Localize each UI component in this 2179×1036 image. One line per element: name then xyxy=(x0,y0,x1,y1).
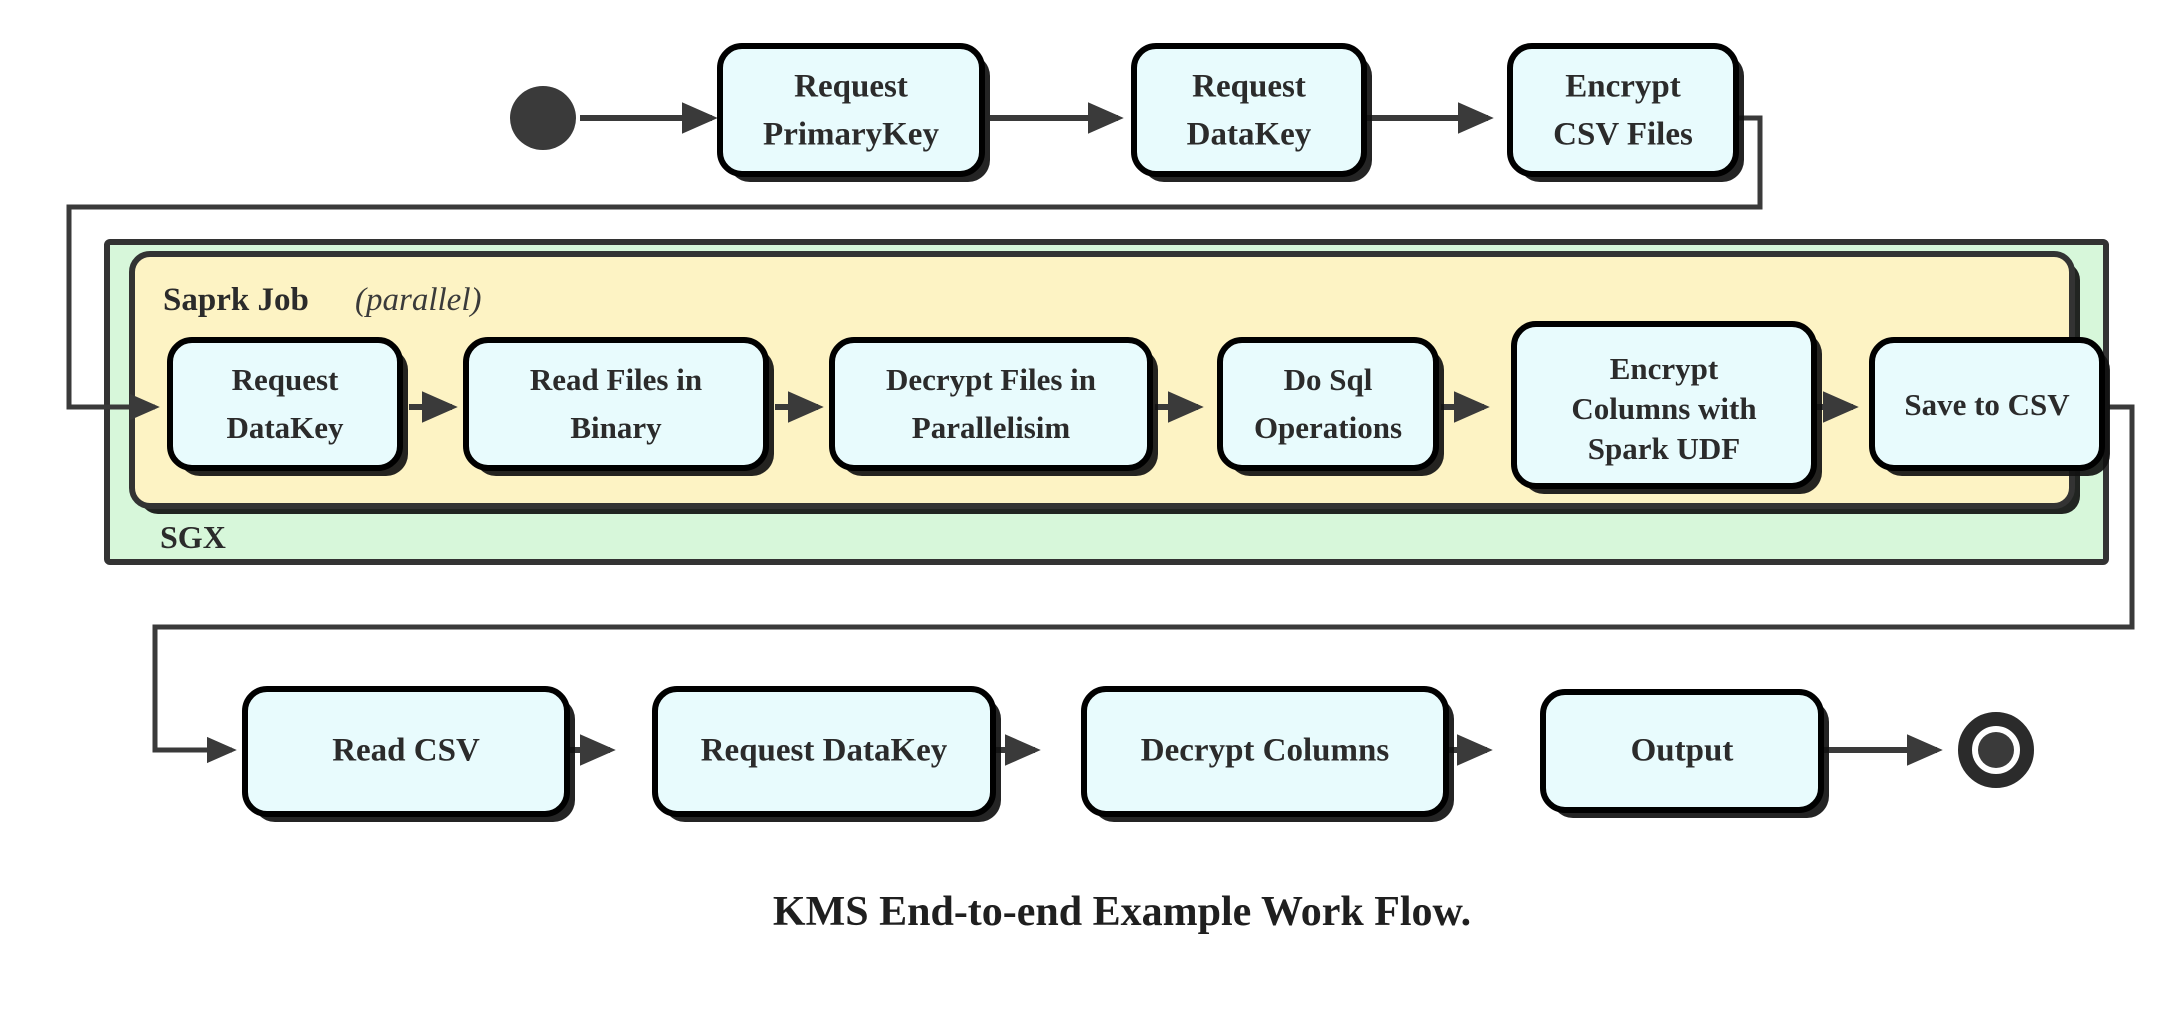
node-label-line-2: Columns with xyxy=(1571,391,1756,426)
edge-encrypt-csv-files-to-spark-request-datakey xyxy=(66,115,1763,421)
node-save-to-csv[interactable]: Save to CSV xyxy=(1869,337,2110,476)
node-label-line-1: Do Sql xyxy=(1284,362,1373,397)
node-read-files-in-binary[interactable]: Read Files in Binary xyxy=(463,337,774,476)
node-rect[interactable] xyxy=(1081,686,1449,817)
node-request-datakey-top[interactable]: Request DataKey xyxy=(1131,43,1372,182)
node-rect[interactable] xyxy=(167,337,403,471)
spark-group-label: Saprk Job xyxy=(163,282,309,318)
node-rect[interactable] xyxy=(463,337,769,471)
node-rect[interactable] xyxy=(242,686,570,817)
node-label-line-2: DataKey xyxy=(226,410,344,445)
end-node xyxy=(1958,712,2034,788)
node-label-line-1: Output xyxy=(1631,733,1734,769)
node-encrypt-csv-files[interactable]: Encrypt CSV Files xyxy=(1507,43,1744,182)
start-node xyxy=(510,86,576,150)
spark-group-label-parallel: (parallel) xyxy=(355,282,481,318)
node-request-primarykey[interactable]: Request PrimaryKey xyxy=(717,43,990,182)
end-inner-dot-icon xyxy=(1978,732,2014,768)
node-label-line-1: Request xyxy=(232,362,339,397)
node-label-line-2: DataKey xyxy=(1187,117,1312,153)
node-rect[interactable] xyxy=(1507,43,1739,177)
start-circle-icon xyxy=(510,86,576,150)
node-request-datakey-spark[interactable]: Request DataKey xyxy=(167,337,408,476)
node-label-line-1: Read CSV xyxy=(332,733,480,769)
node-label-line-2: CSV Files xyxy=(1553,117,1693,153)
end-outer-ring-icon xyxy=(1958,712,2034,788)
node-decrypt-files-in-parallelisim[interactable]: Decrypt Files in Parallelisim xyxy=(829,337,1158,476)
node-label-line-1: Read Files in xyxy=(530,362,702,397)
node-do-sql-operations[interactable]: Do Sql Operations xyxy=(1217,337,1444,476)
edge-save-to-csv-to-read-csv xyxy=(152,404,2135,764)
sgx-group-label: SGX xyxy=(160,519,226,555)
node-label-line-2: Parallelisim xyxy=(912,410,1071,445)
node-decrypt-columns[interactable]: Decrypt Columns xyxy=(1081,686,1454,822)
node-label-line-2: Operations xyxy=(1254,410,1402,445)
node-rect[interactable] xyxy=(1511,321,1817,489)
node-read-csv[interactable]: Read CSV xyxy=(242,686,575,822)
node-label-line-1: Request xyxy=(1192,69,1306,105)
node-output[interactable]: Output xyxy=(1540,689,1829,818)
node-rect[interactable] xyxy=(1217,337,1439,471)
node-rect[interactable] xyxy=(829,337,1153,471)
node-rect[interactable] xyxy=(1869,337,2105,471)
node-rect[interactable] xyxy=(717,43,985,177)
node-label-line-1: Encrypt xyxy=(1565,69,1681,105)
node-label-line-1: Encrypt xyxy=(1610,351,1719,386)
node-label-line-1: Decrypt Columns xyxy=(1141,733,1390,769)
node-label-line-1: Request DataKey xyxy=(701,733,948,769)
node-rect[interactable] xyxy=(1540,689,1824,813)
node-rect[interactable] xyxy=(1131,43,1367,177)
edge-group xyxy=(66,102,2135,766)
node-label-line-2: Binary xyxy=(570,410,662,445)
node-request-datakey-bottom[interactable]: Request DataKey xyxy=(652,686,1001,822)
diagram-caption: KMS End-to-end Example Work Flow. xyxy=(773,889,1471,935)
node-label-line-2: PrimaryKey xyxy=(763,117,939,153)
node-label-line-1: Save to CSV xyxy=(1904,387,2070,422)
node-label-line-1: Request xyxy=(794,69,908,105)
node-label-line-3: Spark UDF xyxy=(1588,431,1740,466)
node-rect[interactable] xyxy=(652,686,996,817)
node-encrypt-columns-with-spark-udf[interactable]: Encrypt Columns with Spark UDF xyxy=(1511,321,1822,494)
node-label-line-1: Decrypt Files in xyxy=(886,362,1096,397)
